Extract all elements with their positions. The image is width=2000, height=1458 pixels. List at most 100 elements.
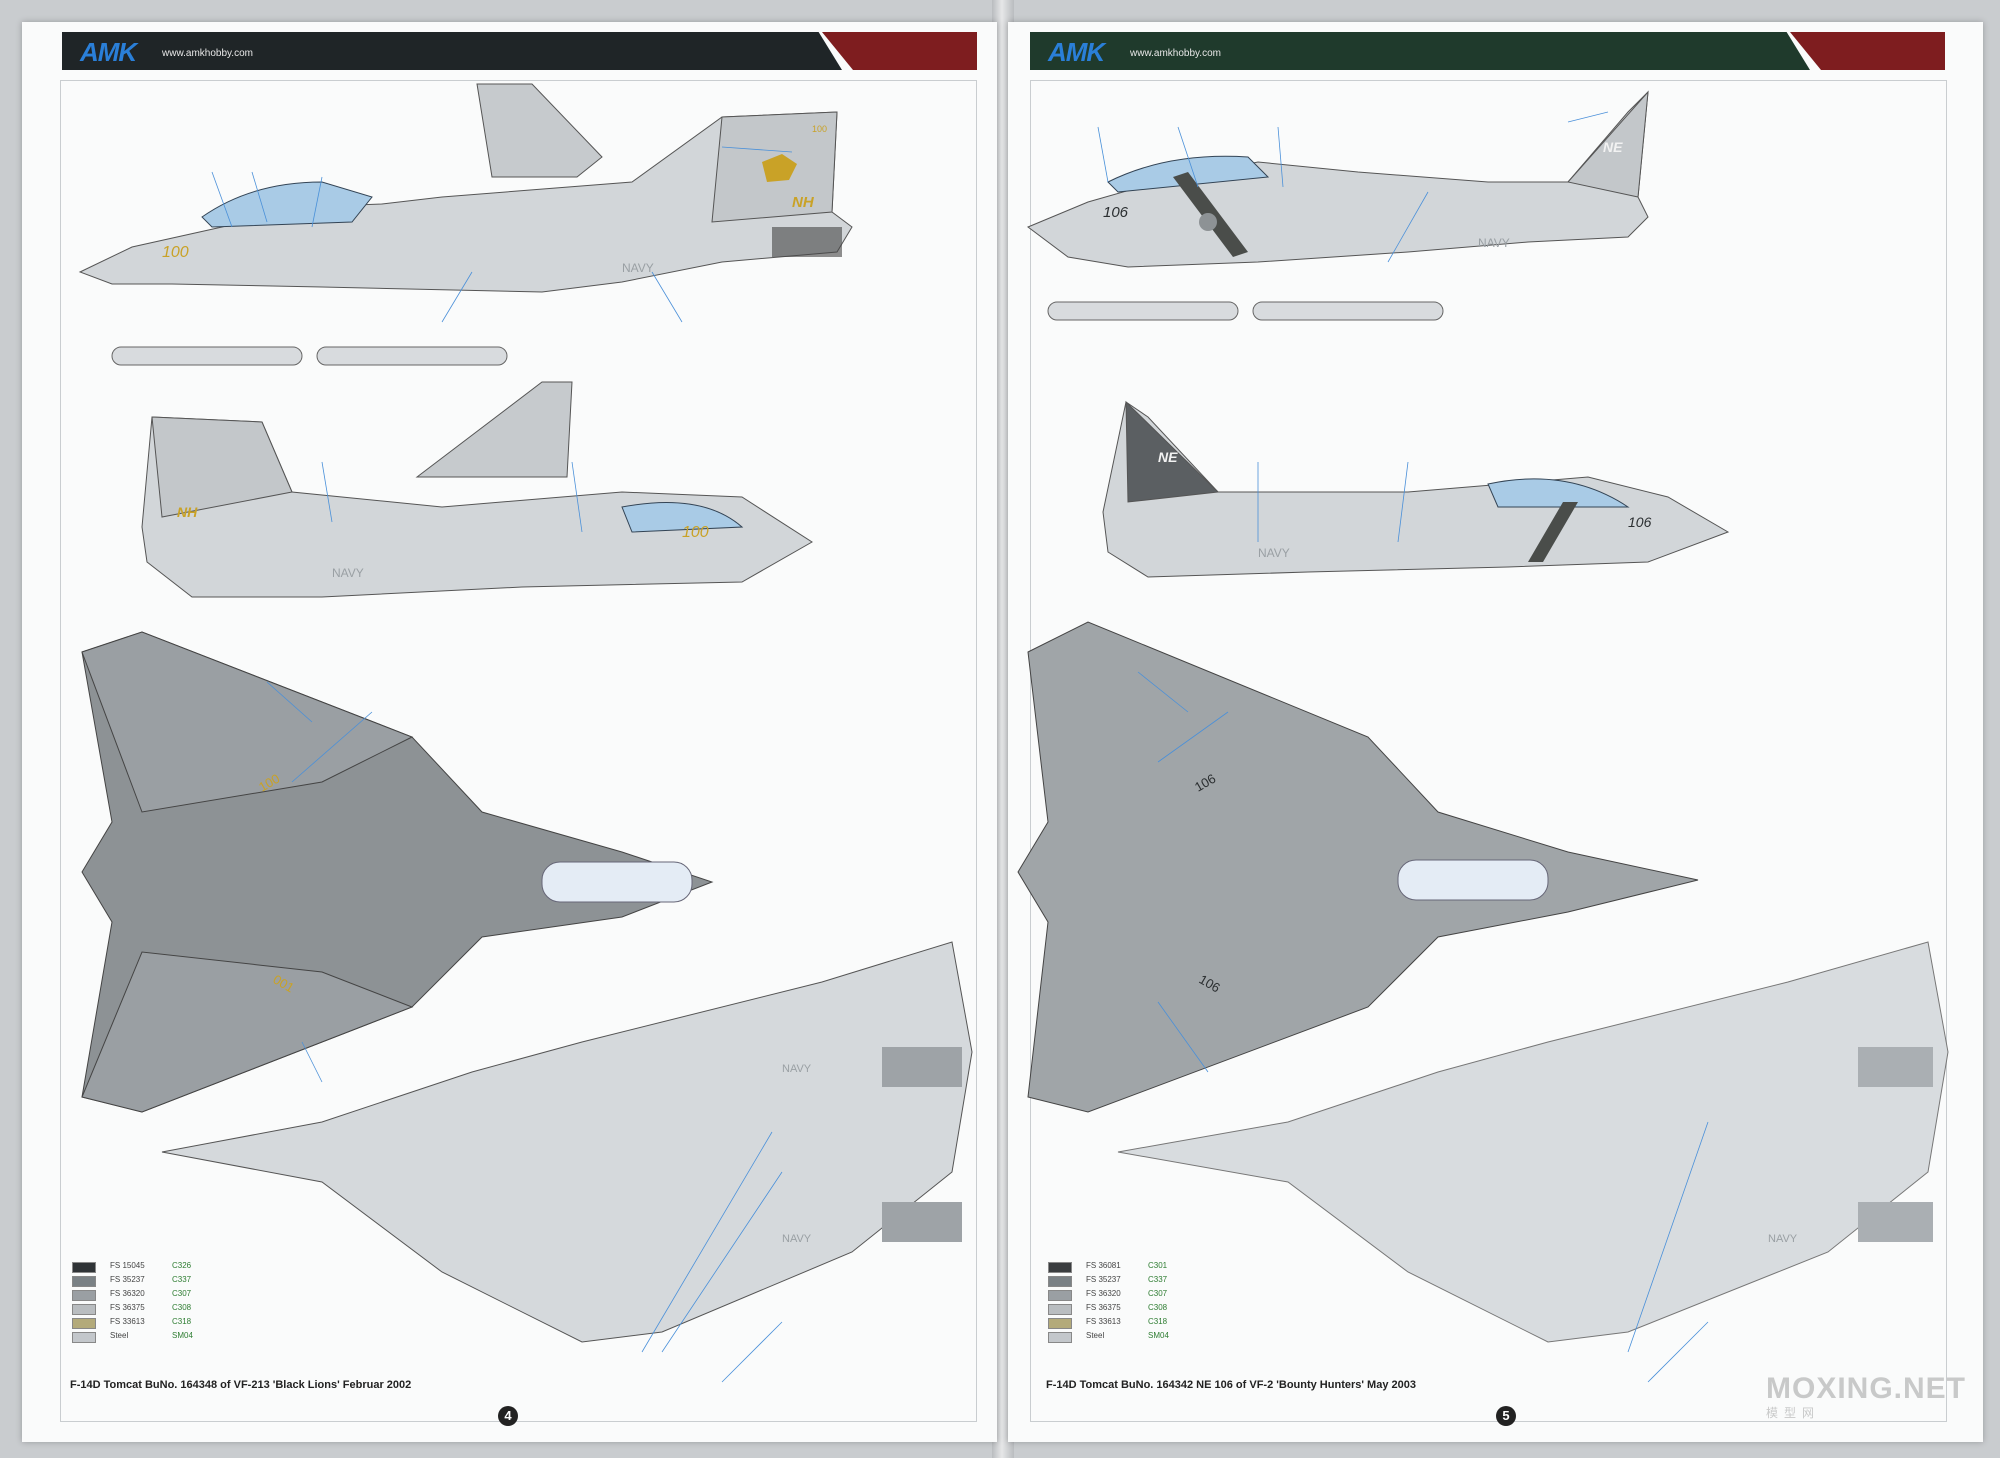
fs-code: FS 35237 (110, 1275, 145, 1284)
star-insignia-icon (1199, 213, 1217, 231)
instruction-page-right: AMK www.amkhobby.com 106 NE NAVY 106 NE … (1008, 22, 1983, 1442)
paint-code: SM04 (172, 1331, 193, 1340)
paint-code: C337 (172, 1275, 192, 1284)
color-swatch (1048, 1304, 1072, 1315)
paint-code: C307 (1148, 1289, 1168, 1298)
fs-code: Steel (1086, 1331, 1105, 1340)
drawing-frame (60, 80, 977, 1422)
page-header: AMK www.amkhobby.com (62, 32, 977, 70)
tail-code-right: NH (177, 504, 198, 520)
drawing-frame (1030, 80, 1947, 1422)
legend-row: FS 36081 C301 (1048, 1260, 1168, 1274)
navy-underside-1: NAVY (782, 1063, 812, 1075)
paint-code: C308 (172, 1303, 192, 1312)
modex-nose: 106 (1103, 204, 1129, 221)
navy-text-right: NAVY (1258, 546, 1290, 560)
color-swatch (72, 1262, 96, 1273)
tail-modex: 100 (812, 124, 827, 134)
page-header: AMK www.amkhobby.com (1030, 32, 1945, 70)
page-number: 4 (498, 1406, 518, 1426)
paint-legend: FS 15045 C326 FS 35237 C337 FS 36320 C307 F… (72, 1260, 193, 1344)
color-swatch (1048, 1318, 1072, 1329)
legend-row: FS 35237 C337 (72, 1274, 192, 1288)
color-swatch (72, 1290, 96, 1301)
color-swatch (72, 1332, 96, 1343)
fs-code: FS 15045 (110, 1261, 145, 1270)
color-swatch (1048, 1262, 1072, 1273)
color-swatch (1048, 1276, 1072, 1287)
brand-logo: AMK (1048, 37, 1105, 67)
brand-url: www.amkhobby.com (162, 48, 253, 59)
callout-lines (1097, 111, 1709, 1383)
instruction-page-left: AMK www.amkhobby.com 100 NH 100 NAVY (22, 22, 997, 1442)
paint-legend: FS 36081 C301 FS 35237 C337 FS 36320 C307 F… (1048, 1260, 1169, 1344)
fs-code: FS 35237 (1086, 1275, 1121, 1284)
color-swatch (1048, 1332, 1072, 1343)
tail-code-right: NE (1158, 449, 1178, 465)
modex-nose-right: 100 (682, 524, 709, 541)
color-swatch (72, 1276, 96, 1287)
tail-code: NE (1603, 139, 1623, 155)
callout-lines (211, 146, 793, 1383)
navy-text-right: NAVY (332, 566, 364, 580)
navy-text-fuselage: NAVY (1478, 236, 1510, 250)
paint-code: C318 (172, 1317, 192, 1326)
modex-nose: 100 (162, 244, 189, 261)
underside-view: NAVY NAVY (161, 941, 973, 1343)
page-number: 5 (1496, 1406, 1516, 1426)
aircraft-profiles-right: 106 NE NAVY 106 NE NAVY 106 106 (1017, 90, 1949, 1383)
fs-code: Steel (110, 1331, 129, 1340)
underside-view: NAVY (1117, 941, 1949, 1343)
aircraft-profiles-left: 100 NH 100 NAVY 100 NH NAVY 100 (78, 83, 973, 1383)
legend-row: FS 35237 C337 (1048, 1274, 1168, 1288)
modex-nose-right: 106 (1628, 514, 1652, 530)
color-swatch (72, 1304, 96, 1315)
brand-logo: AMK (80, 37, 137, 67)
navy-underside-2: NAVY (782, 1233, 812, 1245)
top-view: 100 001 (81, 631, 714, 1113)
paint-code: C308 (1148, 1303, 1168, 1312)
fuel-tanks (111, 346, 508, 366)
paint-code: C337 (1148, 1275, 1168, 1284)
scheme-caption: F-14D Tomcat BuNo. 164342 NE 106 of VF-2… (1046, 1379, 1416, 1391)
fs-code: FS 36081 (1086, 1261, 1121, 1270)
navy-underside: NAVY (1768, 1233, 1798, 1245)
legend-row: FS 36375 C308 (72, 1302, 192, 1316)
watermark: MOXING.NET (1766, 1372, 1967, 1405)
paint-code: C301 (1148, 1261, 1168, 1270)
watermark-sub: 模型网 (1766, 1406, 1821, 1420)
legend-row: FS 36320 C307 (72, 1288, 192, 1302)
color-swatch (1048, 1290, 1072, 1301)
paint-code: C326 (172, 1261, 192, 1270)
right-side-profile: 100 NH NAVY (141, 381, 813, 598)
top-view: 106 106 (1017, 621, 1699, 1113)
fs-code: FS 33613 (110, 1317, 145, 1326)
fs-code: FS 36320 (110, 1289, 145, 1298)
paint-code: C318 (1148, 1317, 1168, 1326)
legend-row: Steel SM04 (72, 1330, 193, 1344)
right-side-profile: 106 NE NAVY (1102, 400, 1730, 578)
paint-code: SM04 (1148, 1331, 1169, 1340)
header-bar (1030, 32, 1810, 70)
brand-url: www.amkhobby.com (1130, 48, 1221, 59)
header-bar (62, 32, 842, 70)
fs-code: FS 33613 (1086, 1317, 1121, 1326)
legend-row: FS 36320 C307 (1048, 1288, 1168, 1302)
navy-text-fuselage: NAVY (622, 261, 654, 275)
legend-row: FS 33613 C318 (1048, 1316, 1168, 1330)
fs-code: FS 36375 (110, 1303, 145, 1312)
scheme-caption: F-14D Tomcat BuNo. 164348 of VF-213 'Bla… (70, 1379, 412, 1391)
lion-emblem-icon (762, 154, 797, 182)
color-swatch (72, 1318, 96, 1329)
left-side-profile: 106 NE NAVY (1027, 90, 1649, 268)
header-accent (1790, 32, 1945, 70)
fs-code: FS 36320 (1086, 1289, 1121, 1298)
legend-row: FS 15045 C326 (72, 1260, 192, 1274)
tail-code: NH (792, 194, 815, 211)
paint-code: C307 (172, 1289, 192, 1298)
legend-row: FS 33613 C318 (72, 1316, 192, 1330)
fuel-tanks (1047, 301, 1444, 321)
legend-row: Steel SM04 (1048, 1330, 1169, 1344)
left-side-profile: 100 NH 100 NAVY (78, 83, 853, 293)
